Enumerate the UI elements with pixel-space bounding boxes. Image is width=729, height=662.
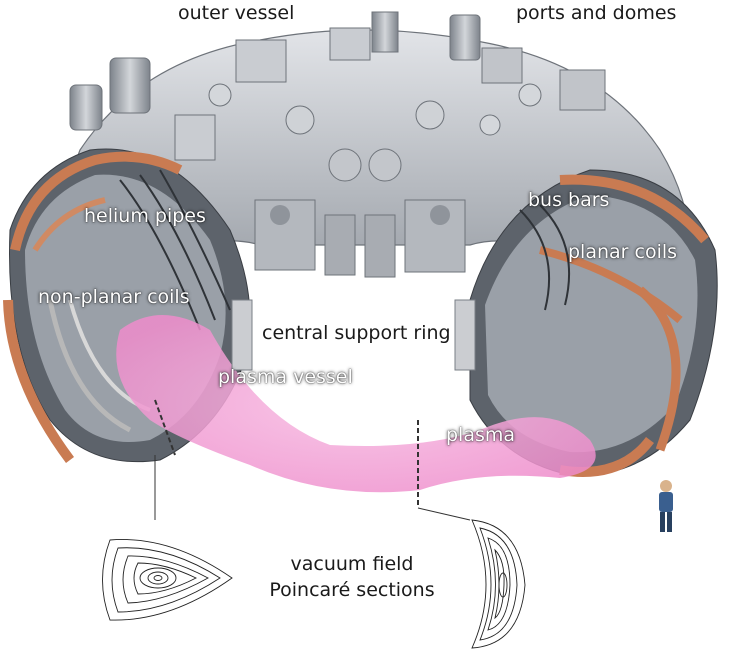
- label-helium-pipes: helium pipes: [84, 205, 206, 227]
- person-icon: [659, 480, 673, 532]
- poincare-section-left: [102, 539, 233, 621]
- label-non-planar-coils: non-planar coils: [38, 286, 190, 308]
- label-plasma: plasma: [446, 424, 516, 446]
- right-coil-assembly: [469, 169, 718, 477]
- label-poincare-sections: Poincaré sections: [269, 578, 435, 601]
- poincare-section-right: [471, 519, 526, 649]
- support-ring-right: [454, 299, 476, 371]
- label-outer-vessel: outer vessel: [178, 2, 295, 24]
- leader-right: [417, 507, 471, 521]
- poincare-caption: vacuum field Poincaré sections: [262, 552, 442, 603]
- label-central-support-ring: central support ring: [262, 322, 451, 344]
- label-vacuum-field: vacuum field: [290, 553, 414, 575]
- label-bus-bars: bus bars: [528, 189, 610, 211]
- support-ring-left: [231, 299, 253, 371]
- ports-and-domes: [69, 11, 606, 161]
- label-planar-coils: planar coils: [568, 241, 678, 263]
- poincare-cut-left: [154, 399, 176, 456]
- plasma-ribbon: [116, 315, 596, 493]
- label-plasma-vessel: plasma vessel: [218, 366, 353, 388]
- label-ports-and-domes: ports and domes: [516, 2, 677, 24]
